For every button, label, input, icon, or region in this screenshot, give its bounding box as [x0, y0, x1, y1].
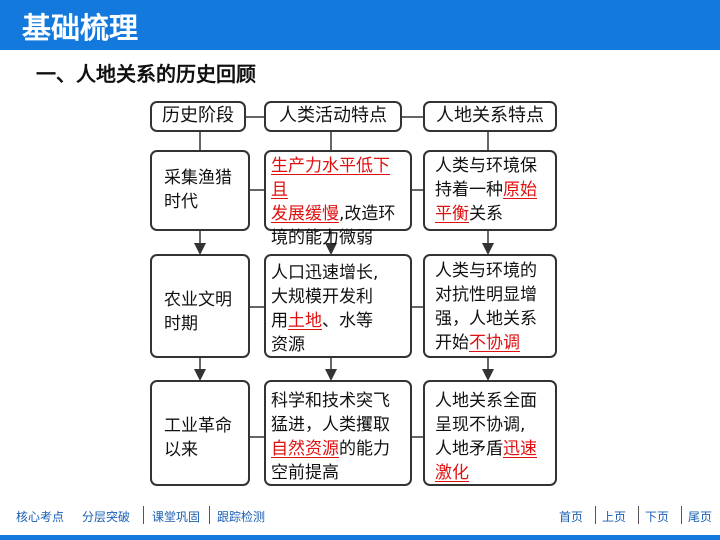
stage-box-industrial: 工业革命 以来 [150, 380, 250, 486]
answer-text: 迅速 [503, 439, 537, 459]
nav-next-page[interactable]: 下页 [645, 510, 670, 524]
activity-box-hunting: 生产力水平低下且 发展缓慢,改造环 境的能力微弱 [264, 150, 412, 248]
stage-label: 农业文明 [164, 290, 232, 310]
answer-text: 平衡 [435, 204, 469, 224]
stage-label: 采集渔猎 [164, 168, 232, 188]
stage-label: 时代 [164, 192, 198, 212]
footer-bar [0, 535, 720, 540]
relation-box-agriculture: 人类与环境的 对抗性明显增 强，人地关系 开始不协调 [423, 254, 557, 358]
activity-box-industrial: 科学和技术突飞 猛进，人类攫取 自然资源的能力 空前提高 [264, 380, 412, 486]
nav-tracking-test[interactable]: 跟踪检测 [217, 510, 266, 524]
nav-last-page[interactable]: 尾页 [688, 510, 713, 524]
nav-divider [209, 506, 210, 524]
column-header-relation: 人地关系特点 [423, 101, 557, 132]
column-header-activity: 人类活动特点 [264, 101, 402, 132]
nav-first-page[interactable]: 首页 [559, 510, 584, 524]
column-header-stage: 历史阶段 [150, 101, 246, 132]
section-heading: 一、人地关系的历史回顾 [36, 62, 256, 86]
nav-class-review[interactable]: 课堂巩固 [152, 510, 201, 524]
relation-box-industrial: 人地关系全面 呈现不协调, 人地矛盾迅速 激化 [423, 380, 557, 486]
title-bar: 基础梳理 [0, 0, 720, 50]
nav-prev-page[interactable]: 上页 [602, 510, 627, 524]
nav-layered-breakthrough[interactable]: 分层突破 [82, 510, 131, 524]
stage-box-hunting: 采集渔猎 时代 [150, 150, 250, 231]
activity-box-agriculture: 人口迅速增长, 大规模开发利 用土地、水等 资源 [264, 254, 412, 358]
footer-nav: 核心考点 分层突破 课堂巩固 跟踪检测 首页 上页 下页 尾页 [0, 502, 720, 540]
answer-text: 自然资源 [271, 439, 339, 459]
answer-text: 激化 [435, 463, 469, 483]
nav-divider [681, 506, 682, 524]
page-title: 基础梳理 [22, 11, 139, 45]
nav-divider [638, 506, 639, 524]
answer-text: 土地 [288, 311, 322, 331]
nav-core-points[interactable]: 核心考点 [16, 510, 65, 524]
nav-divider [595, 506, 596, 524]
stage-label: 时期 [164, 314, 198, 334]
stage-label: 工业革命 [164, 416, 232, 436]
nav-divider [143, 506, 144, 524]
stage-label: 以来 [164, 440, 198, 460]
answer-text: 原始 [503, 180, 537, 200]
answer-text: 发展缓慢 [271, 204, 339, 224]
answer-text: 不协调 [469, 333, 520, 353]
stage-box-agriculture: 农业文明 时期 [150, 254, 250, 358]
answer-text: 生产力水平低下且 [271, 156, 390, 200]
relation-box-hunting: 人类与环境保 持着一种原始 平衡关系 [423, 150, 557, 231]
